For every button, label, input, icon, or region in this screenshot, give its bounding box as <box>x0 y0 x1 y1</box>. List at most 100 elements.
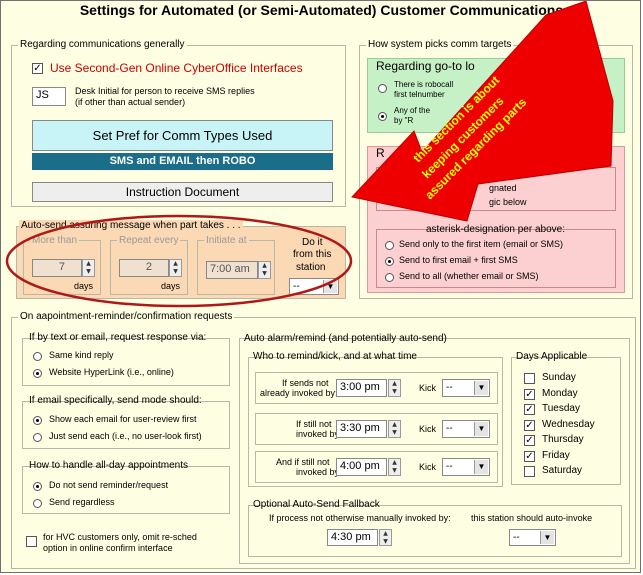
hvc-checkbox[interactable] <box>26 536 37 547</box>
row1-time-spinner[interactable]: ▲▼ <box>388 379 401 397</box>
second-gen-checkbox[interactable]: ✓ <box>32 63 43 74</box>
day-label-saturday: Saturday <box>542 465 583 476</box>
send-first-item-label: Send only to the first item (email or SM… <box>399 239 564 249</box>
row2-time-spinner[interactable]: ▲▼ <box>388 420 401 438</box>
mode-box: If email specifically, send mode should:… <box>22 395 230 449</box>
initiate-label: Initiate at <box>204 235 249 246</box>
doit-line1: Do it <box>302 237 323 248</box>
day-checkbox-monday[interactable]: ✓ <box>524 388 535 400</box>
row2-text-a: If still not <box>296 419 332 429</box>
row1-text-a: If sends not <box>282 378 329 388</box>
send-all-radio[interactable] <box>385 273 394 282</box>
row2-text-b: invoked by: <box>296 429 342 439</box>
fallback-label: Optional Auto-Send Fallback <box>253 499 380 510</box>
row3-kick-value: -- <box>446 461 453 472</box>
desk-initial-text2: (if other than actual sender) <box>75 97 186 107</box>
more-than-spinner[interactable]: ▲▼ <box>82 259 95 277</box>
days-label: Days Applicable <box>516 351 588 362</box>
just-send-radio[interactable] <box>33 433 42 442</box>
chevron-down-icon: ▼ <box>474 422 488 436</box>
goto-opt2-b: by "R <box>394 116 414 125</box>
day-checkbox-friday[interactable]: ✓ <box>524 450 535 462</box>
mode-label: If email specifically, send mode should: <box>29 395 202 406</box>
row1-kick-dropdown[interactable]: --▼ <box>442 379 490 397</box>
repeat-box: Repeat every 2 ▲▼ days <box>110 235 188 295</box>
row1-box: If sends not already invoked by: 3:00 pm… <box>255 372 498 404</box>
general-group: Regarding communications generally ✓ Use… <box>11 39 346 207</box>
just-send-label: Just send each (i.e., no user-look first… <box>49 431 202 441</box>
response-box: If by text or email, request response vi… <box>22 332 230 386</box>
allday-label: How to handle all-day appointments <box>29 460 188 471</box>
days-box: Days Applicable Sunday✓Monday✓Tuesday✓We… <box>511 351 621 485</box>
send-regardless-radio[interactable] <box>33 499 42 508</box>
chevron-down-icon: ▼ <box>474 460 488 474</box>
fallback-time-spinner[interactable]: ▲▼ <box>379 529 392 546</box>
repeat-label: Repeat every <box>117 235 181 246</box>
goto-opt2-a: Any of the <box>394 106 431 115</box>
send-email-sms-radio[interactable] <box>385 257 394 266</box>
row2-kick-value: -- <box>446 423 453 434</box>
repeat-input[interactable]: 2 <box>119 259 169 277</box>
row3-time-input[interactable]: 4:00 pm <box>336 458 387 476</box>
send-first-item-radio[interactable] <box>385 241 394 250</box>
row1-text-b: already invoked by: <box>260 388 338 398</box>
day-checkbox-tuesday[interactable]: ✓ <box>524 404 535 415</box>
hvc-text1: for HVC customers only, omit re-sched <box>43 532 197 542</box>
no-send-radio[interactable] <box>33 482 42 491</box>
set-pref-button[interactable]: Set Pref for Comm Types Used <box>32 120 333 151</box>
goto-opt1-b: first telnumber <box>394 90 445 99</box>
allday-box: How to handle all-day appointments Do no… <box>22 460 230 514</box>
row2-box: If still not invoked by: 3:30 pm ▲▼ Kick… <box>255 413 498 445</box>
goto-opt2-end: ed <box>600 110 609 119</box>
goto-opt1-a: There is robocall <box>394 80 454 89</box>
day-checkbox-thursday[interactable]: ✓ <box>524 435 535 446</box>
fallback-text2: this station should auto-invoke <box>471 513 593 523</box>
row1-kick-label: Kick <box>419 383 437 393</box>
fallback-text1: If process not otherwise manually invoke… <box>269 513 451 523</box>
fallback-station-dropdown[interactable]: --▼ <box>509 529 556 546</box>
doit-station-value: -- <box>293 281 300 292</box>
review-first-label: Show each email for user-review first <box>49 414 197 424</box>
row3-box: And if still not invoked by: 4:00 pm ▲▼ … <box>255 451 498 483</box>
designated-box: gnated gic below <box>376 167 616 211</box>
targets-box: R box gnated gic below asterisk-designat… <box>367 146 625 293</box>
day-checkbox-sunday[interactable] <box>524 373 535 384</box>
day-checkbox-saturday[interactable] <box>524 466 535 477</box>
instruction-button[interactable]: Instruction Document <box>32 182 333 202</box>
goto-label: Regarding go-to lo <box>376 59 475 73</box>
repeat-spinner[interactable]: ▲▼ <box>169 259 182 277</box>
goto-opt1-radio[interactable] <box>378 84 387 93</box>
chevron-down-icon: ▼ <box>323 280 337 293</box>
general-group-label: Regarding communications generally <box>18 39 187 50</box>
doit-station-dropdown[interactable]: -- ▼ <box>289 278 339 295</box>
more-than-box: More than 7 ▲▼ days <box>23 235 101 295</box>
row2-time-input[interactable]: 3:30 pm <box>336 420 387 438</box>
picks-group-label: How system picks comm targets <box>366 39 514 50</box>
row3-kick-dropdown[interactable]: -- ▼ <box>442 458 490 476</box>
autosend-group-label: Auto-send assuring message when part tak… <box>19 220 243 231</box>
day-label-tuesday: Tuesday <box>542 403 580 414</box>
row3-time-spinner[interactable]: ▲▼ <box>388 458 401 476</box>
doit-line3: station <box>296 262 326 273</box>
initiate-input[interactable]: 7:00 am <box>206 261 258 279</box>
send-regardless-label: Send regardless <box>49 497 115 507</box>
row1-time-input[interactable]: 3:00 pm <box>336 379 387 397</box>
second-gen-label: Use Second-Gen Online CyberOffice Interf… <box>50 61 303 75</box>
hvc-text2: option in online confirm interface <box>43 543 173 553</box>
desk-initial-input[interactable]: JS <box>32 87 66 106</box>
no-send-label: Do not send reminder/request <box>49 480 169 490</box>
fallback-time-input[interactable]: 4:30 pm <box>327 529 378 546</box>
hyperlink-label: Website HyperLink (i.e., online) <box>49 367 174 377</box>
hyperlink-radio[interactable] <box>33 369 42 378</box>
more-than-input[interactable]: 7 <box>32 259 82 277</box>
same-kind-radio[interactable] <box>33 352 42 361</box>
row2-kick-dropdown[interactable]: -- ▼ <box>442 420 490 438</box>
day-label-monday: Monday <box>542 387 578 399</box>
review-first-radio[interactable] <box>33 416 42 425</box>
day-checkbox-wednesday[interactable]: ✓ <box>524 419 535 431</box>
goto-opt2-radio[interactable] <box>378 112 387 121</box>
designated-line1: gnated <box>489 183 517 193</box>
autosend-group: Auto-send assuring message when part tak… <box>16 220 346 299</box>
initiate-spinner[interactable]: ▲▼ <box>258 261 271 279</box>
appt-group: On aapointment-reminder/confirmation req… <box>11 311 636 569</box>
